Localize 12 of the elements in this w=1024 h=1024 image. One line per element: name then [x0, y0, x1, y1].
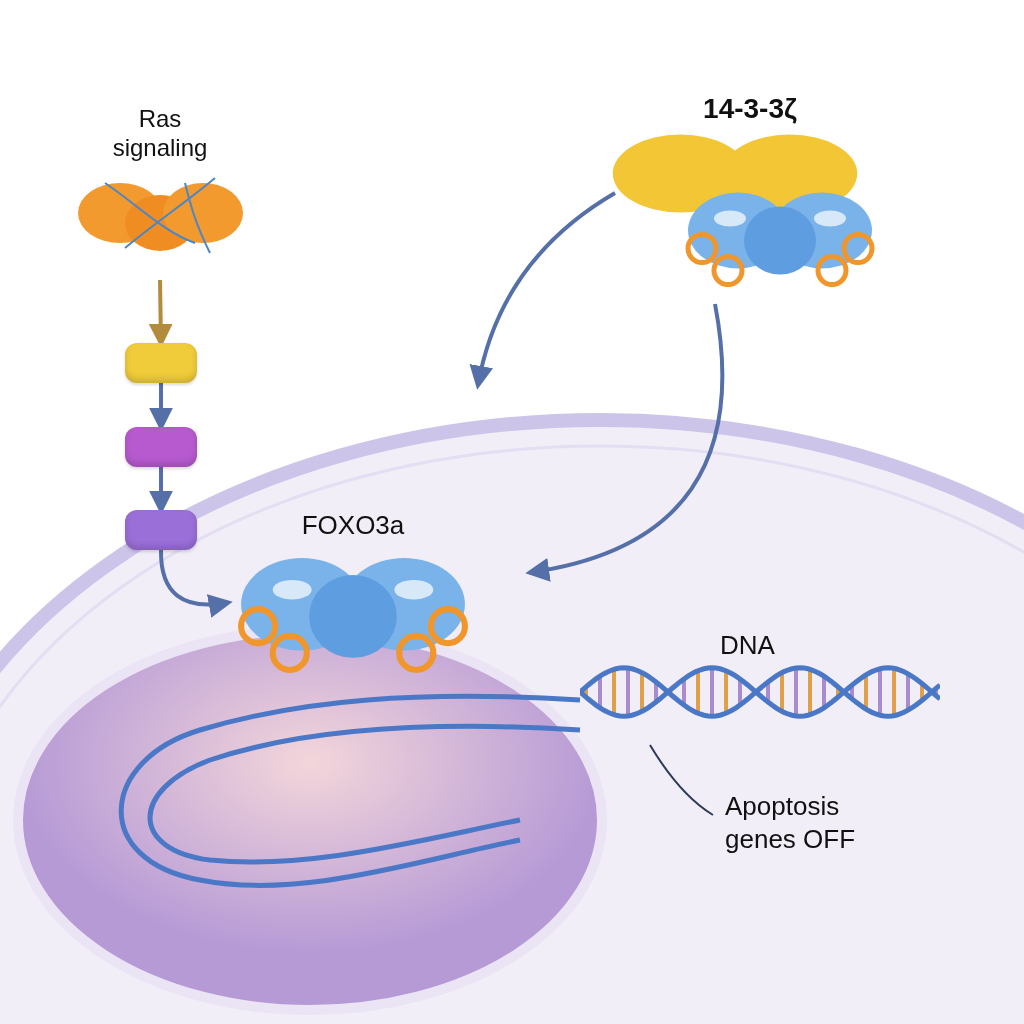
protein-label: FOXO3a [301, 510, 405, 542]
dna-label: DNA [720, 630, 775, 662]
kinase-pill [125, 427, 197, 467]
arrow [525, 303, 725, 581]
kinase-pill [125, 510, 197, 550]
protein-label: Ras signaling [111, 105, 209, 163]
arrow [470, 191, 617, 390]
protein-label: 14-3-3ζ [703, 92, 797, 126]
annotation-text: Apoptosis genes OFF [725, 790, 915, 860]
arrow [159, 549, 233, 618]
leader-line [649, 744, 714, 816]
kinase-pill [125, 343, 197, 383]
